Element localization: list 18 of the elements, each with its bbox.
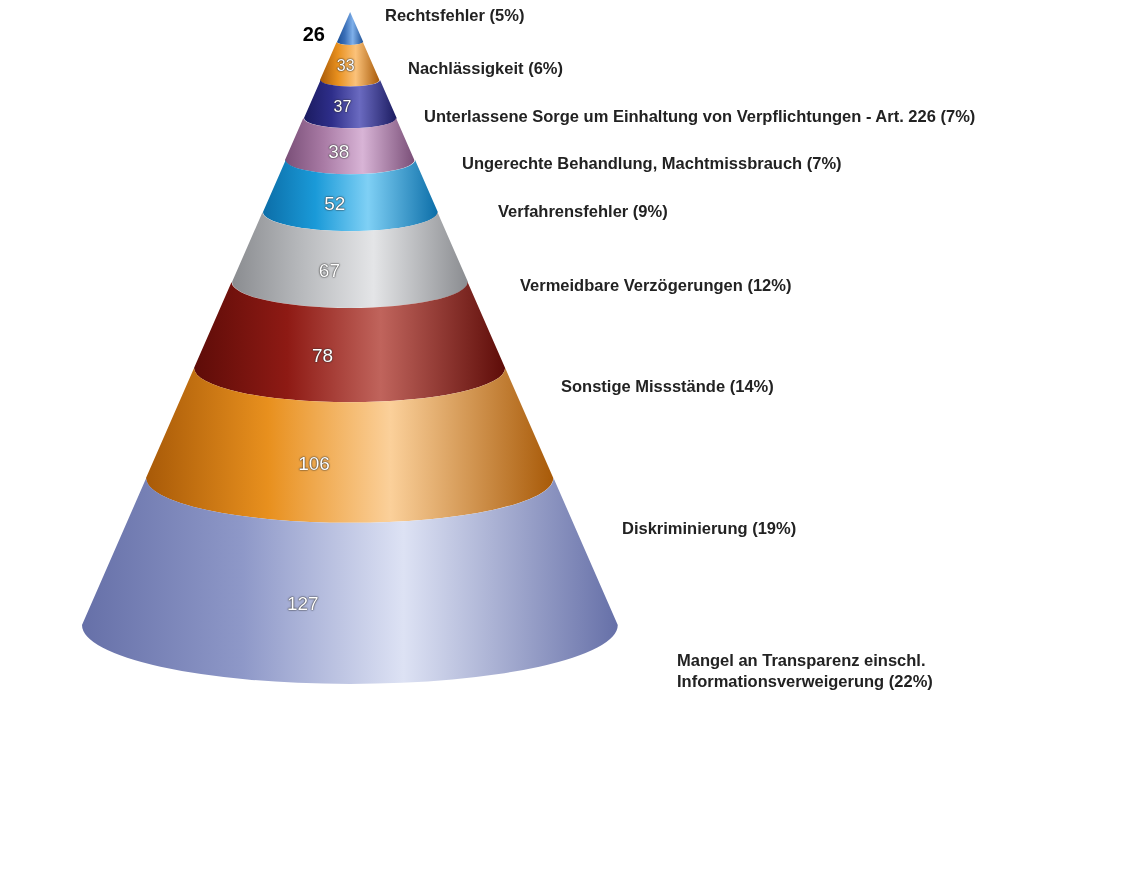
value-label: 52 bbox=[324, 193, 346, 213]
value-label: 106 bbox=[298, 453, 330, 472]
category-label: Vermeidbare Verzögerungen (12%) bbox=[520, 275, 792, 296]
value-label: 37 bbox=[333, 99, 352, 116]
category-label: Nachlässigkeit (6%) bbox=[408, 58, 563, 79]
category-label: Verfahrensfehler (9%) bbox=[498, 201, 668, 222]
value-label: 33 bbox=[336, 57, 355, 74]
value-label: 67 bbox=[318, 260, 340, 280]
value-label: 78 bbox=[312, 345, 334, 365]
category-label: Unterlassene Sorge um Einhaltung von Verpflichtungen - Art. 226 (7%) bbox=[424, 106, 976, 127]
value-label: 38 bbox=[328, 141, 350, 161]
category-label: Rechtsfehler (5%) bbox=[385, 5, 525, 26]
category-label: Diskriminierung (19%) bbox=[622, 518, 797, 539]
value-label: 127 bbox=[287, 593, 319, 613]
value-label: 26 bbox=[302, 24, 325, 44]
category-label: Ungerechte Behandlung, Machtmissbrauch (7%) bbox=[462, 153, 842, 174]
category-label: Sonstige Missstände (14%) bbox=[561, 376, 774, 397]
category-label: Mangel an Transparenz einschl. Informationsverweigerung (22%) bbox=[677, 650, 934, 693]
